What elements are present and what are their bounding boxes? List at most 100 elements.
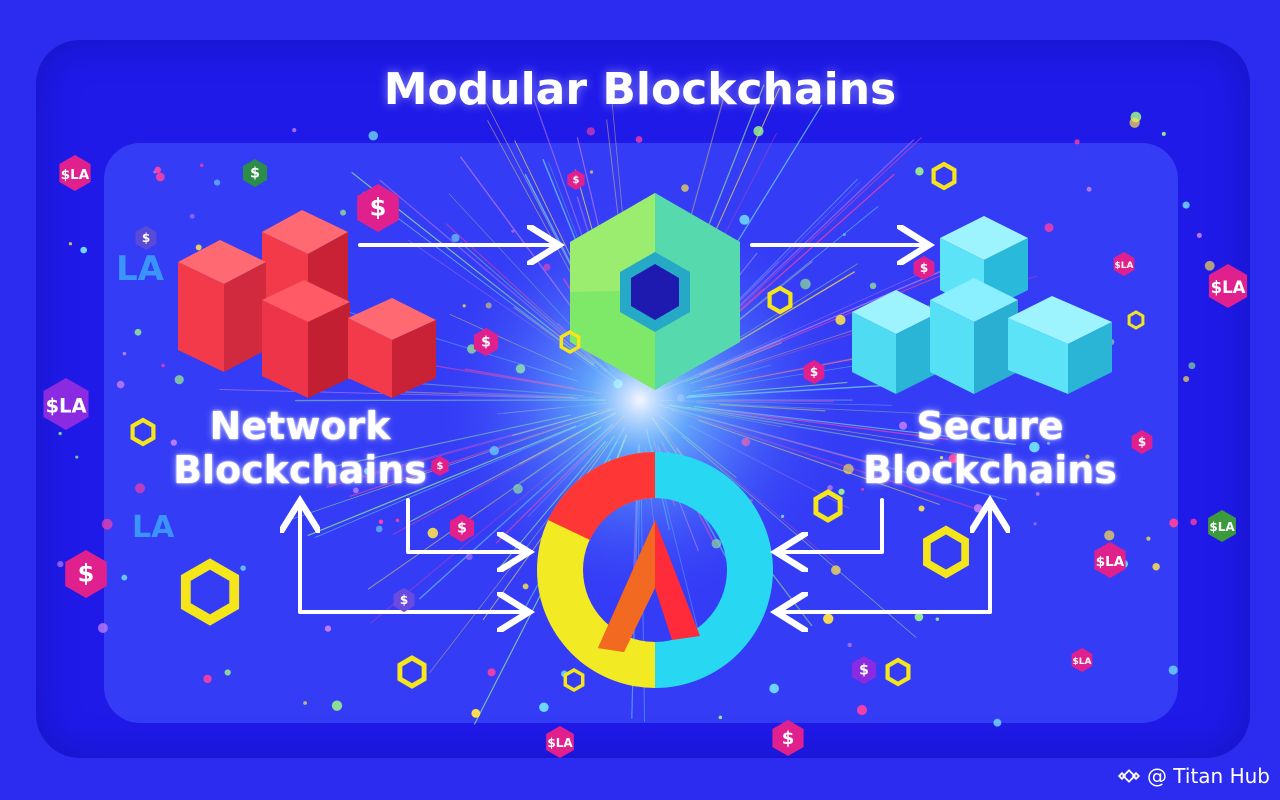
network-node	[838, 488, 845, 495]
network-node	[586, 127, 595, 136]
token-label: $	[370, 194, 387, 222]
label-line: Secure	[916, 404, 1064, 448]
network-node	[843, 463, 854, 475]
network-node	[240, 565, 246, 571]
token-label: $	[437, 461, 444, 472]
network-node	[189, 213, 195, 219]
dollar-token-icon: $	[473, 328, 499, 356]
network-node	[522, 583, 529, 590]
network-node	[1190, 518, 1197, 526]
network-node	[1146, 536, 1151, 541]
network-node	[1104, 530, 1115, 541]
token-label: $	[78, 560, 95, 588]
network-node	[835, 314, 846, 326]
network-node	[511, 229, 515, 233]
network-node	[1029, 441, 1040, 453]
network-node	[75, 455, 79, 459]
la-mark: LA	[116, 249, 165, 289]
network-node	[324, 418, 334, 428]
network-node	[1047, 441, 1051, 445]
network-node	[451, 233, 460, 242]
token-label: $LA	[61, 167, 90, 183]
network-node	[80, 246, 88, 254]
token-label: $	[250, 165, 260, 181]
dollar-token-icon: $	[135, 226, 157, 250]
hex-ring-icon	[130, 417, 156, 447]
token-label: $	[859, 662, 869, 678]
network-node	[939, 455, 944, 460]
token-label: $LA	[1073, 657, 1092, 667]
network-node	[1183, 375, 1190, 383]
network-node	[898, 421, 908, 430]
la-mark: LA	[132, 510, 175, 545]
network-node	[154, 166, 162, 174]
dollar-token-icon: $	[913, 256, 935, 280]
network-node	[213, 179, 221, 186]
dollar-token-icon: $	[803, 360, 825, 384]
network-node	[1161, 131, 1166, 136]
network-node	[914, 612, 924, 622]
network-node	[324, 625, 332, 632]
watermark-text: @ Titan Hub	[1146, 764, 1270, 788]
network-node	[170, 439, 177, 446]
label-line: Blockchains	[863, 448, 1117, 492]
network-node	[135, 483, 146, 494]
network-node	[97, 623, 108, 634]
sla-token-icon: $LA	[1113, 252, 1135, 276]
network-node	[363, 467, 371, 475]
hex-ring-icon	[1127, 310, 1145, 330]
network-node	[935, 617, 940, 621]
network-node	[1035, 491, 1040, 496]
network-blockchains-label: Network Blockchains	[170, 404, 430, 492]
network-node	[1033, 522, 1037, 526]
dollar-token-icon: $	[1131, 430, 1153, 454]
network-node	[539, 702, 549, 713]
hex-ring-icon	[813, 489, 843, 523]
network-node	[753, 126, 764, 137]
network-node	[352, 487, 359, 494]
dollar-token-icon: $	[851, 656, 877, 684]
network-node	[134, 328, 142, 336]
network-node	[856, 704, 868, 716]
network-node	[847, 642, 852, 648]
network-node	[718, 715, 723, 720]
network-node	[948, 453, 959, 464]
hex-ring-icon	[923, 525, 969, 579]
binance-logo-icon	[1117, 769, 1141, 783]
dollar-token-icon: $	[357, 184, 399, 232]
network-node	[121, 574, 128, 581]
network-node	[635, 136, 643, 143]
network-node	[292, 127, 297, 133]
network-node	[375, 525, 383, 533]
hex-ring-icon	[885, 657, 911, 687]
token-label: $LA	[1209, 520, 1235, 534]
token-label: $	[810, 365, 818, 379]
network-node	[1188, 362, 1196, 370]
network-node	[861, 487, 865, 491]
network-node	[973, 504, 983, 513]
dollar-token-icon: $	[242, 159, 268, 187]
token-label: $LA	[1096, 554, 1125, 570]
network-node	[842, 233, 846, 237]
network-node	[1204, 260, 1215, 271]
network-node	[195, 244, 202, 251]
network-node	[368, 130, 379, 141]
token-label: $	[920, 261, 928, 275]
hex-ring-icon	[767, 285, 793, 315]
flow-arrows	[300, 245, 990, 612]
network-node	[471, 708, 481, 718]
network-node	[101, 518, 113, 530]
sla-token-icon: $LA	[1094, 542, 1126, 578]
dollar-token-icon: $	[65, 550, 107, 598]
dollar-token-icon: $	[567, 170, 585, 190]
network-node	[831, 565, 841, 575]
token-icons: $LA$LA$$$$$LA$LA$LA$LA$LA$LA$$$$$$$$$$LA…	[43, 155, 1248, 758]
network-node	[427, 527, 439, 539]
network-node	[915, 167, 924, 176]
network-node	[161, 363, 165, 368]
network-node	[823, 613, 834, 624]
token-label: $	[457, 520, 467, 536]
network-node	[993, 718, 1002, 727]
network-node	[122, 351, 127, 356]
